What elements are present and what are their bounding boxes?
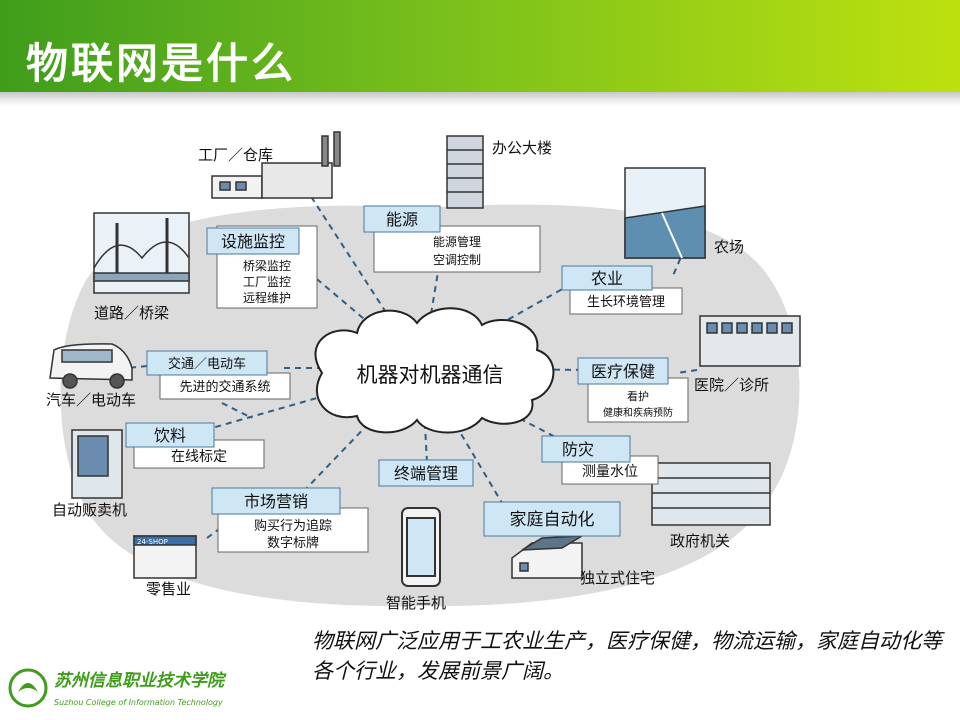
- category-agriculture: 农业 生长环境管理: [561, 265, 683, 315]
- category-label: 终端管理: [394, 464, 458, 483]
- place-phone: 智能手机: [386, 594, 446, 612]
- header-bar: [0, 0, 960, 92]
- category-label: 饮料: [154, 426, 186, 445]
- svg-text:健康和疾病预防: 健康和疾病预防: [603, 406, 673, 419]
- svg-text:工厂监控: 工厂监控: [243, 275, 291, 289]
- logo-english: Suzhou College of Information Technology: [54, 698, 223, 707]
- category-disaster: 防灾 测量水位: [541, 435, 659, 485]
- svg-text:远程维护: 远程维护: [243, 290, 291, 305]
- svg-text:数字标牌: 数字标牌: [267, 535, 319, 551]
- category-medical: 医疗保健 看护 健康和疾病预防: [577, 357, 689, 423]
- svg-text:测量水位: 测量水位: [582, 464, 638, 480]
- car-illustration: [49, 343, 133, 389]
- retail-illustration: 24-SHOP: [133, 535, 197, 579]
- category-label: 防灾: [562, 440, 594, 459]
- hospital-illustration: [699, 315, 801, 367]
- bridge-illustration: [93, 212, 190, 294]
- category-facility: 设施监控 桥梁监控 工厂监控 远程维护: [206, 225, 318, 309]
- category-terminal: 终端管理: [378, 459, 474, 487]
- svg-text:先进的交通系统: 先进的交通系统: [179, 379, 270, 395]
- shop-sign: 24-SHOP: [137, 538, 168, 546]
- svg-text:空调控制: 空调控制: [433, 253, 481, 267]
- category-traffic: 交通／电动车 先进的交通系统: [146, 350, 291, 400]
- category-label: 交通／电动车: [168, 356, 246, 372]
- place-hospital: 医院／诊所: [694, 376, 769, 394]
- page-title: 物联网是什么: [26, 39, 297, 88]
- svg-text:购买行为追踪: 购买行为追踪: [254, 518, 332, 534]
- place-factory: 工厂／仓库: [198, 146, 273, 164]
- category-marketing: 市场营销 购买行为追踪 数字标牌: [211, 487, 369, 553]
- place-government: 政府机关: [670, 532, 730, 550]
- category-label: 市场营销: [244, 492, 308, 511]
- logo-emblem-icon: [8, 668, 48, 708]
- college-logo: 苏州信息职业技术学院 Suzhou College of Information…: [6, 662, 266, 714]
- svg-text:在线标定: 在线标定: [171, 449, 227, 465]
- place-car: 汽车／电动车: [46, 391, 136, 409]
- category-label: 医疗保健: [591, 362, 655, 381]
- category-label: 农业: [591, 269, 623, 288]
- place-vending: 自动贩卖机: [52, 501, 127, 519]
- svg-text:看护: 看护: [627, 389, 649, 403]
- place-farm: 农场: [714, 238, 744, 256]
- office-illustration: [446, 135, 484, 209]
- connector-vending: [221, 402, 253, 419]
- svg-text:生长环境管理: 生长环境管理: [587, 295, 665, 310]
- svg-text:能源管理: 能源管理: [433, 234, 481, 249]
- vending-illustration: [71, 429, 123, 499]
- iot-diagram: 机器对机器通信 工厂／仓库 办公大楼 农场 道路／桥梁: [22, 118, 824, 620]
- svg-text:桥梁监控: 桥梁监控: [243, 258, 291, 273]
- connector-hospital: [676, 369, 698, 374]
- phone-illustration: [401, 507, 441, 587]
- place-house: 独立式住宅: [580, 569, 655, 587]
- connector-retail: [206, 522, 228, 539]
- logo-name: 苏州信息职业技术学院: [54, 671, 227, 691]
- category-label: 能源: [386, 210, 418, 229]
- place-retail: 零售业: [146, 580, 191, 598]
- connector-marketing: [301, 367, 423, 494]
- category-label: 家庭自动化: [510, 510, 595, 530]
- factory-illustration: [211, 131, 341, 199]
- center-label: 机器对机器通信: [357, 363, 504, 387]
- center-cloud: 机器对机器通信: [314, 307, 555, 434]
- category-beverage: 饮料 在线标定: [125, 422, 265, 469]
- header-divider: [0, 92, 960, 106]
- category-energy: 能源 能源管理 空调控制: [363, 205, 541, 273]
- farm-illustration: [624, 167, 706, 259]
- caption-text: 物联网广泛应用于工农业生产，医疗保健，物流运输，家庭自动化等各个行业，发展前景广…: [312, 629, 942, 683]
- category-label: 设施监控: [221, 232, 285, 251]
- category-home: 家庭自动化: [483, 501, 621, 537]
- place-office: 办公大楼: [492, 139, 552, 157]
- place-road: 道路／桥梁: [94, 304, 169, 322]
- government-illustration: [651, 462, 771, 526]
